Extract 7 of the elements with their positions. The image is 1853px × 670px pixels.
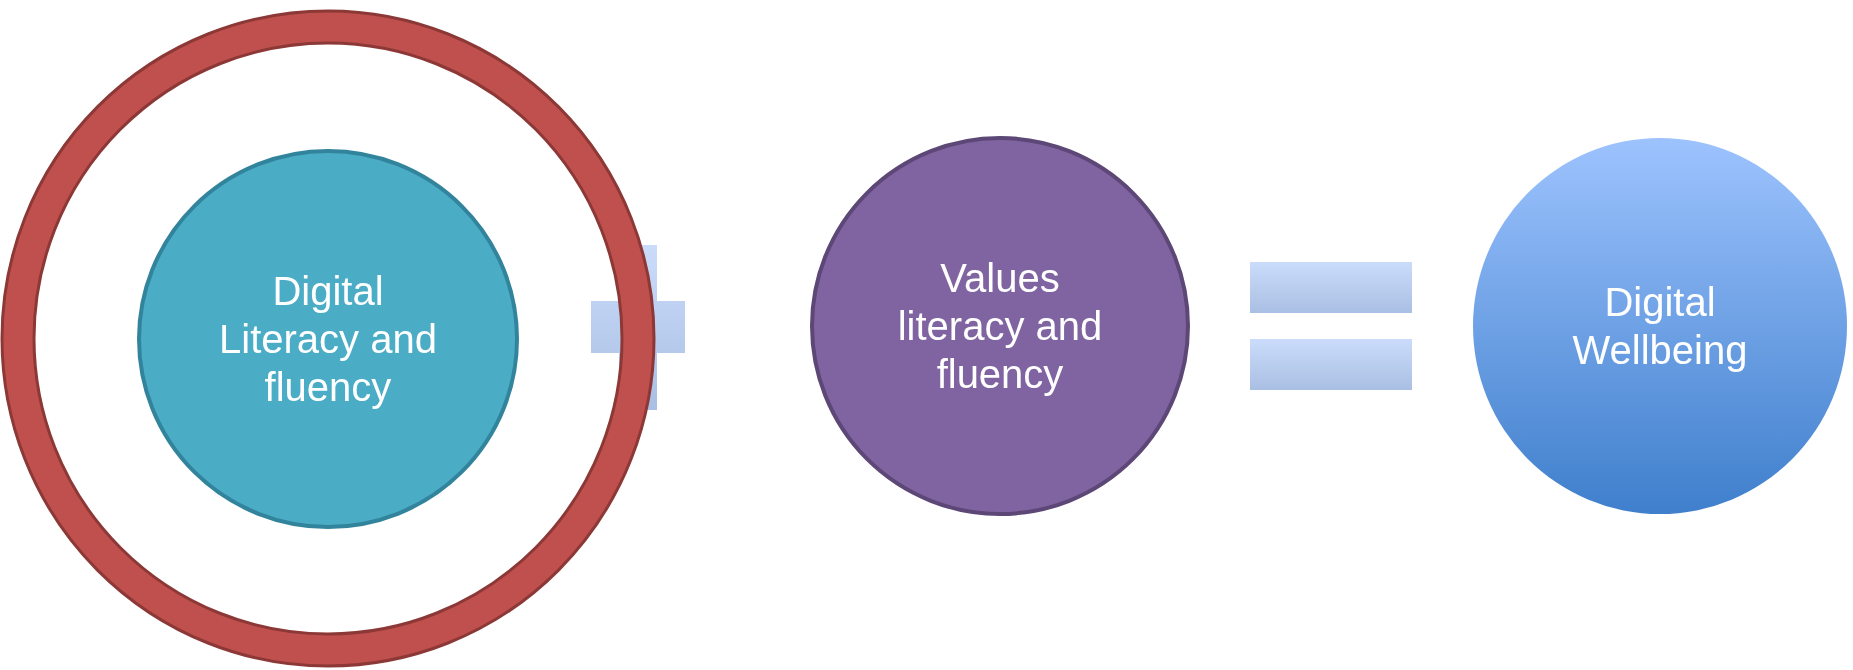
circle-label: Values literacy and fluency — [896, 255, 1104, 398]
result-circle — [1471, 136, 1849, 516]
process-circle — [810, 136, 1190, 516]
circle-label: Digital Literacy and fluency — [218, 267, 438, 411]
ring-circle — [0, 9, 656, 668]
circle-label: Digital Wellbeing — [1571, 279, 1749, 374]
process-circle — [137, 148, 519, 529]
